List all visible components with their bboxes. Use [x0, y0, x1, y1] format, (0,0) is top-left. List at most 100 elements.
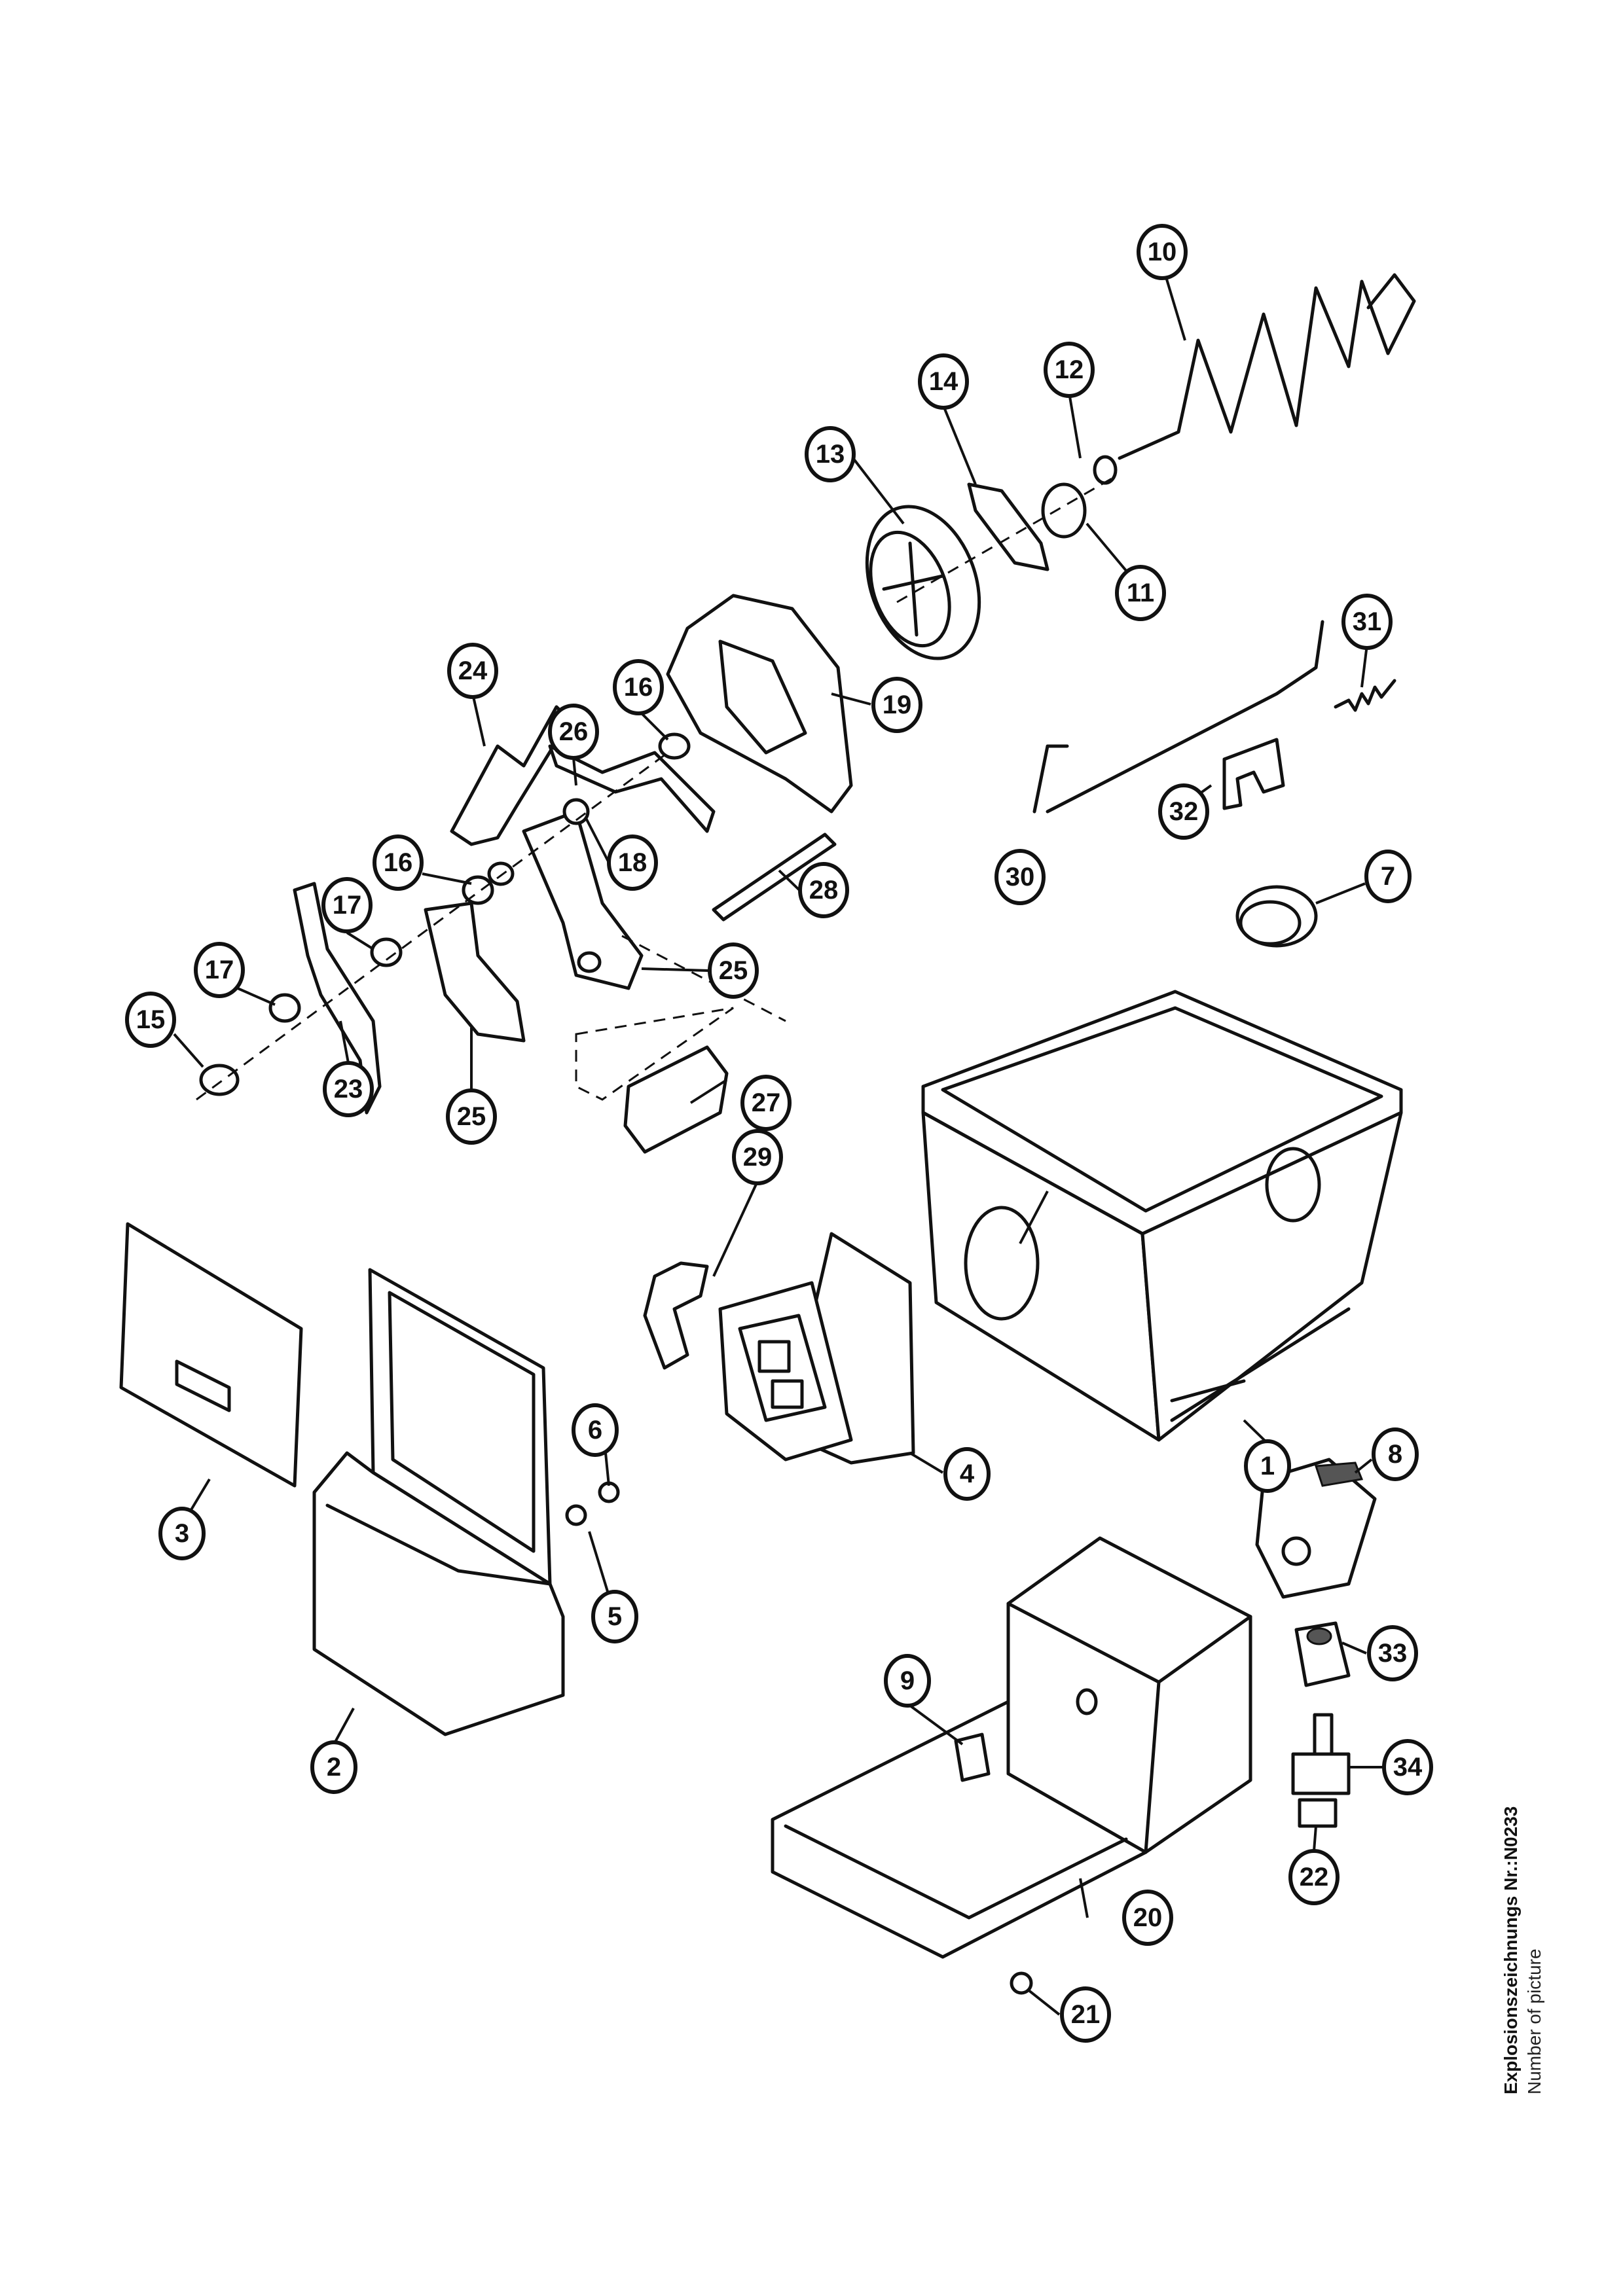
callout-label: 25 [719, 956, 748, 985]
callout-6: 6 [572, 1403, 619, 1457]
callout-label: 24 [458, 656, 488, 685]
callout-28: 28 [798, 862, 849, 918]
callout-label: 6 [588, 1416, 602, 1444]
callout-label: 15 [136, 1005, 166, 1034]
part-spring [1334, 679, 1396, 712]
callout-9: 9 [884, 1654, 931, 1708]
callout-15: 15 [125, 992, 176, 1048]
part-front-housing [312, 1268, 565, 1736]
callout-12: 12 [1044, 342, 1095, 398]
part-fasteners [199, 732, 691, 1096]
callout-label: 33 [1378, 1639, 1408, 1668]
caption-picture-number: Explosionszeichnungs Nr.:N0233 [1501, 1806, 1521, 2094]
callout-5: 5 [591, 1590, 638, 1643]
callout-4: 4 [943, 1447, 991, 1501]
part-motor-housing [718, 1232, 915, 1465]
callout-label: 29 [743, 1143, 773, 1172]
callout-13: 13 [805, 426, 856, 482]
part-bushing-block [623, 1045, 729, 1154]
callout-21: 21 [1060, 1986, 1111, 2043]
part-motor [1255, 1458, 1377, 1599]
part-plate-25-upper [522, 810, 644, 990]
callout-29: 29 [732, 1129, 783, 1185]
callout-22: 22 [1288, 1849, 1340, 1905]
callout-19: 19 [871, 677, 922, 733]
part-plate-25-lower [424, 901, 526, 1043]
callout-18: 18 [607, 834, 658, 891]
callout-16-mid: 16 [373, 834, 424, 891]
callout-label: 21 [1071, 2000, 1101, 2029]
callout-17-right: 17 [321, 877, 373, 933]
callout-label: 12 [1055, 355, 1084, 384]
callout-label: 25 [457, 1102, 486, 1131]
alignment-lines [196, 476, 1114, 1101]
callout-7: 7 [1364, 850, 1412, 903]
callout-label: 20 [1133, 1903, 1163, 1932]
part-pin-rod [712, 833, 837, 922]
callout-10: 10 [1137, 224, 1188, 280]
part-bearing [1041, 482, 1087, 539]
callout-25-upper: 25 [708, 942, 759, 999]
callout-label: 23 [334, 1075, 363, 1103]
callout-label: 26 [559, 717, 589, 746]
callout-label: 9 [900, 1666, 915, 1695]
callout-label: 32 [1169, 797, 1199, 826]
callout-label: 17 [333, 891, 362, 920]
callout-8: 8 [1372, 1427, 1419, 1481]
callout-label: 16 [624, 673, 653, 702]
callout-16-top: 16 [613, 659, 664, 715]
part-coil-wire [1118, 273, 1416, 460]
callout-label: 16 [384, 848, 413, 877]
part-linkage-rod [1032, 620, 1324, 814]
callout-25-lower: 25 [446, 1088, 497, 1145]
callout-17-left: 17 [194, 942, 245, 998]
callout-label: 22 [1300, 1863, 1329, 1892]
callout-33: 33 [1367, 1625, 1418, 1681]
part-gasket [967, 482, 1049, 571]
callout-label: 31 [1353, 607, 1382, 636]
part-washers-5-6 [565, 1481, 620, 1526]
part-solenoid [1294, 1621, 1351, 1687]
part-ice-bin [921, 990, 1403, 1442]
callout-20: 20 [1122, 1890, 1173, 1946]
callout-31: 31 [1341, 594, 1393, 650]
callout-32: 32 [1158, 783, 1209, 840]
callout-label: 19 [883, 691, 912, 719]
callout-1: 1 [1244, 1439, 1291, 1493]
caption-subtitle: Number of picture [1524, 1948, 1544, 2094]
part-impeller [865, 505, 981, 660]
part-clip [643, 1261, 709, 1370]
callout-30: 30 [994, 849, 1046, 905]
callout-label: 13 [816, 440, 845, 469]
callout-label: 27 [752, 1088, 781, 1117]
callout-label: 7 [1381, 862, 1395, 891]
part-collar [1235, 885, 1318, 948]
callout-11: 11 [1115, 565, 1166, 621]
callout-label: 4 [960, 1460, 975, 1488]
callout-label: 18 [618, 848, 647, 877]
part-clip-9 [954, 1732, 991, 1782]
part-washer-12 [1093, 455, 1118, 485]
part-bracket [1222, 738, 1285, 810]
callout-34: 34 [1382, 1739, 1433, 1795]
callout-label: 1 [1260, 1452, 1275, 1480]
callout-label: 3 [175, 1519, 189, 1548]
callout-label: 30 [1006, 863, 1035, 891]
callout-label: 5 [608, 1602, 622, 1631]
callout-label: 10 [1148, 238, 1177, 266]
callout-3: 3 [158, 1507, 206, 1560]
callout-14: 14 [918, 353, 969, 410]
callout-label: 28 [809, 876, 839, 905]
callout-27: 27 [740, 1075, 792, 1131]
callout-24: 24 [447, 643, 498, 699]
callout-26: 26 [548, 704, 599, 760]
part-back-plate [666, 594, 853, 814]
callout-label: 17 [205, 956, 234, 984]
callout-23: 23 [323, 1061, 374, 1117]
part-lever-23 [293, 882, 382, 1115]
callout-2: 2 [310, 1740, 357, 1794]
callout-label: 2 [327, 1753, 341, 1782]
leader-lines [173, 274, 1383, 2016]
callout-label: 14 [929, 367, 958, 396]
